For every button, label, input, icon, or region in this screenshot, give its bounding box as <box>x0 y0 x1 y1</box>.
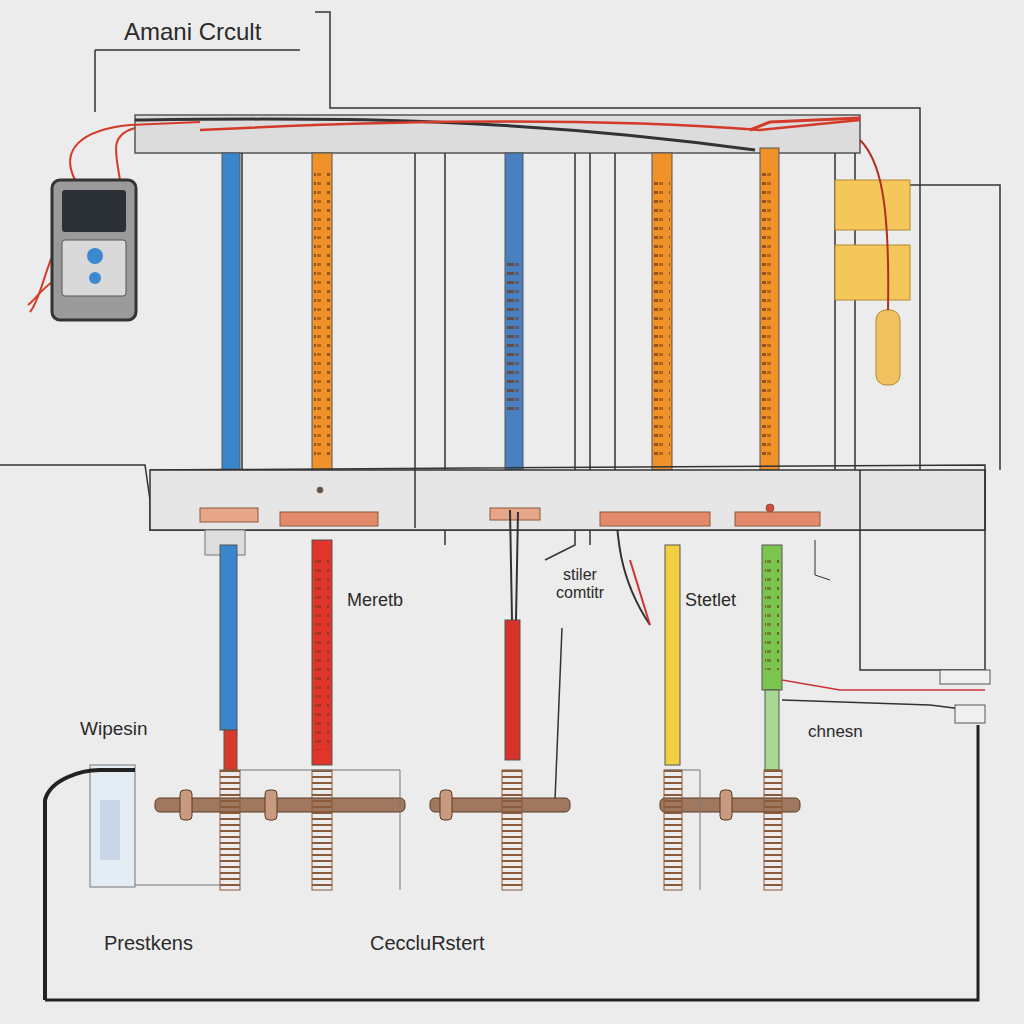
outer-wire <box>45 725 978 1000</box>
rods-and-coils <box>502 770 522 890</box>
lower-strips <box>762 545 782 690</box>
multimeter <box>62 240 126 296</box>
rods-and-coils <box>180 790 192 820</box>
upper-strips <box>760 148 779 470</box>
outer-wire <box>135 885 220 886</box>
part-label: Meretb <box>345 590 405 611</box>
title-bracket <box>95 49 300 51</box>
yellow-components <box>860 140 888 310</box>
rods-and-coils <box>720 790 732 820</box>
outer-wire <box>45 725 978 1000</box>
rods-and-coils <box>220 770 240 890</box>
lower-strips <box>220 510 990 770</box>
thin-wires <box>414 153 416 528</box>
part-label: CeccluRstert <box>368 932 486 955</box>
yellow-components <box>835 140 910 385</box>
lower-strips <box>940 670 990 684</box>
bus-bar <box>750 118 860 130</box>
bus-bar <box>135 115 860 153</box>
title-bracket <box>94 50 96 112</box>
title-bracket <box>315 12 920 470</box>
multimeter <box>62 190 126 232</box>
upper-strips <box>507 260 521 410</box>
rods-and-coils <box>155 770 800 890</box>
lower-strips <box>765 560 779 670</box>
bus-bar <box>135 115 860 153</box>
part-label: Stetlet <box>683 590 738 611</box>
lower-strips <box>815 540 830 580</box>
multimeter <box>116 128 135 180</box>
upper-strips <box>505 153 523 470</box>
thin-wires <box>574 153 576 470</box>
terminal-blocks <box>600 512 710 526</box>
part-label: chnesn <box>806 722 865 742</box>
diagram-title: Amani Crcult <box>122 18 263 46</box>
multimeter <box>87 248 103 264</box>
terminal-panel <box>0 465 985 530</box>
multimeter <box>70 122 200 180</box>
upper-strips <box>654 180 670 460</box>
rods-and-coils <box>440 790 452 820</box>
lower-strips <box>510 510 518 620</box>
lower-strips <box>224 730 237 770</box>
terminal-blocks <box>735 512 820 526</box>
lower-strips <box>220 545 237 730</box>
outer-wire <box>90 765 135 887</box>
thin-wires <box>555 628 562 800</box>
part-label: stiler comtitr <box>538 566 622 603</box>
part-label: Wipesin <box>78 718 150 740</box>
upper-strips <box>762 170 777 460</box>
outer-wire <box>45 770 135 1000</box>
lower-strips <box>665 545 680 765</box>
title-bracket <box>95 12 1000 470</box>
thin-wires <box>614 153 616 470</box>
rods-and-coils <box>312 770 332 890</box>
terminal-blocks <box>766 504 774 512</box>
yellow-components <box>835 180 910 230</box>
rods-and-coils <box>265 790 277 820</box>
terminal-blocks <box>490 508 540 520</box>
upper-strips <box>222 148 779 470</box>
upper-strips <box>222 153 240 470</box>
rods-and-coils <box>764 770 782 890</box>
part-label: Prestkens <box>102 932 195 955</box>
lower-strips <box>765 690 779 770</box>
upper-strips <box>652 153 672 470</box>
yellow-components <box>835 245 910 300</box>
upper-strips <box>312 153 332 470</box>
thin-wires <box>241 153 243 470</box>
rods-and-coils <box>664 770 682 890</box>
terminal-panel <box>860 470 985 670</box>
terminal-blocks <box>280 512 378 526</box>
multimeter <box>28 122 200 320</box>
terminal-panel <box>0 465 985 670</box>
lower-strips <box>505 620 520 760</box>
terminal-blocks <box>317 487 323 493</box>
terminal-panel <box>414 470 416 528</box>
rods-and-coils <box>665 770 700 890</box>
yellow-components <box>876 310 900 385</box>
upper-strips <box>314 170 330 460</box>
lower-strips <box>782 700 970 710</box>
lower-strips <box>312 540 332 765</box>
lower-strips <box>955 705 985 723</box>
terminal-blocks <box>200 508 258 522</box>
multimeter <box>52 180 136 320</box>
thin-wires <box>630 560 650 625</box>
rods-and-coils <box>240 770 400 890</box>
lower-strips <box>315 560 329 750</box>
multimeter <box>89 272 101 284</box>
outer-wire <box>100 800 120 860</box>
